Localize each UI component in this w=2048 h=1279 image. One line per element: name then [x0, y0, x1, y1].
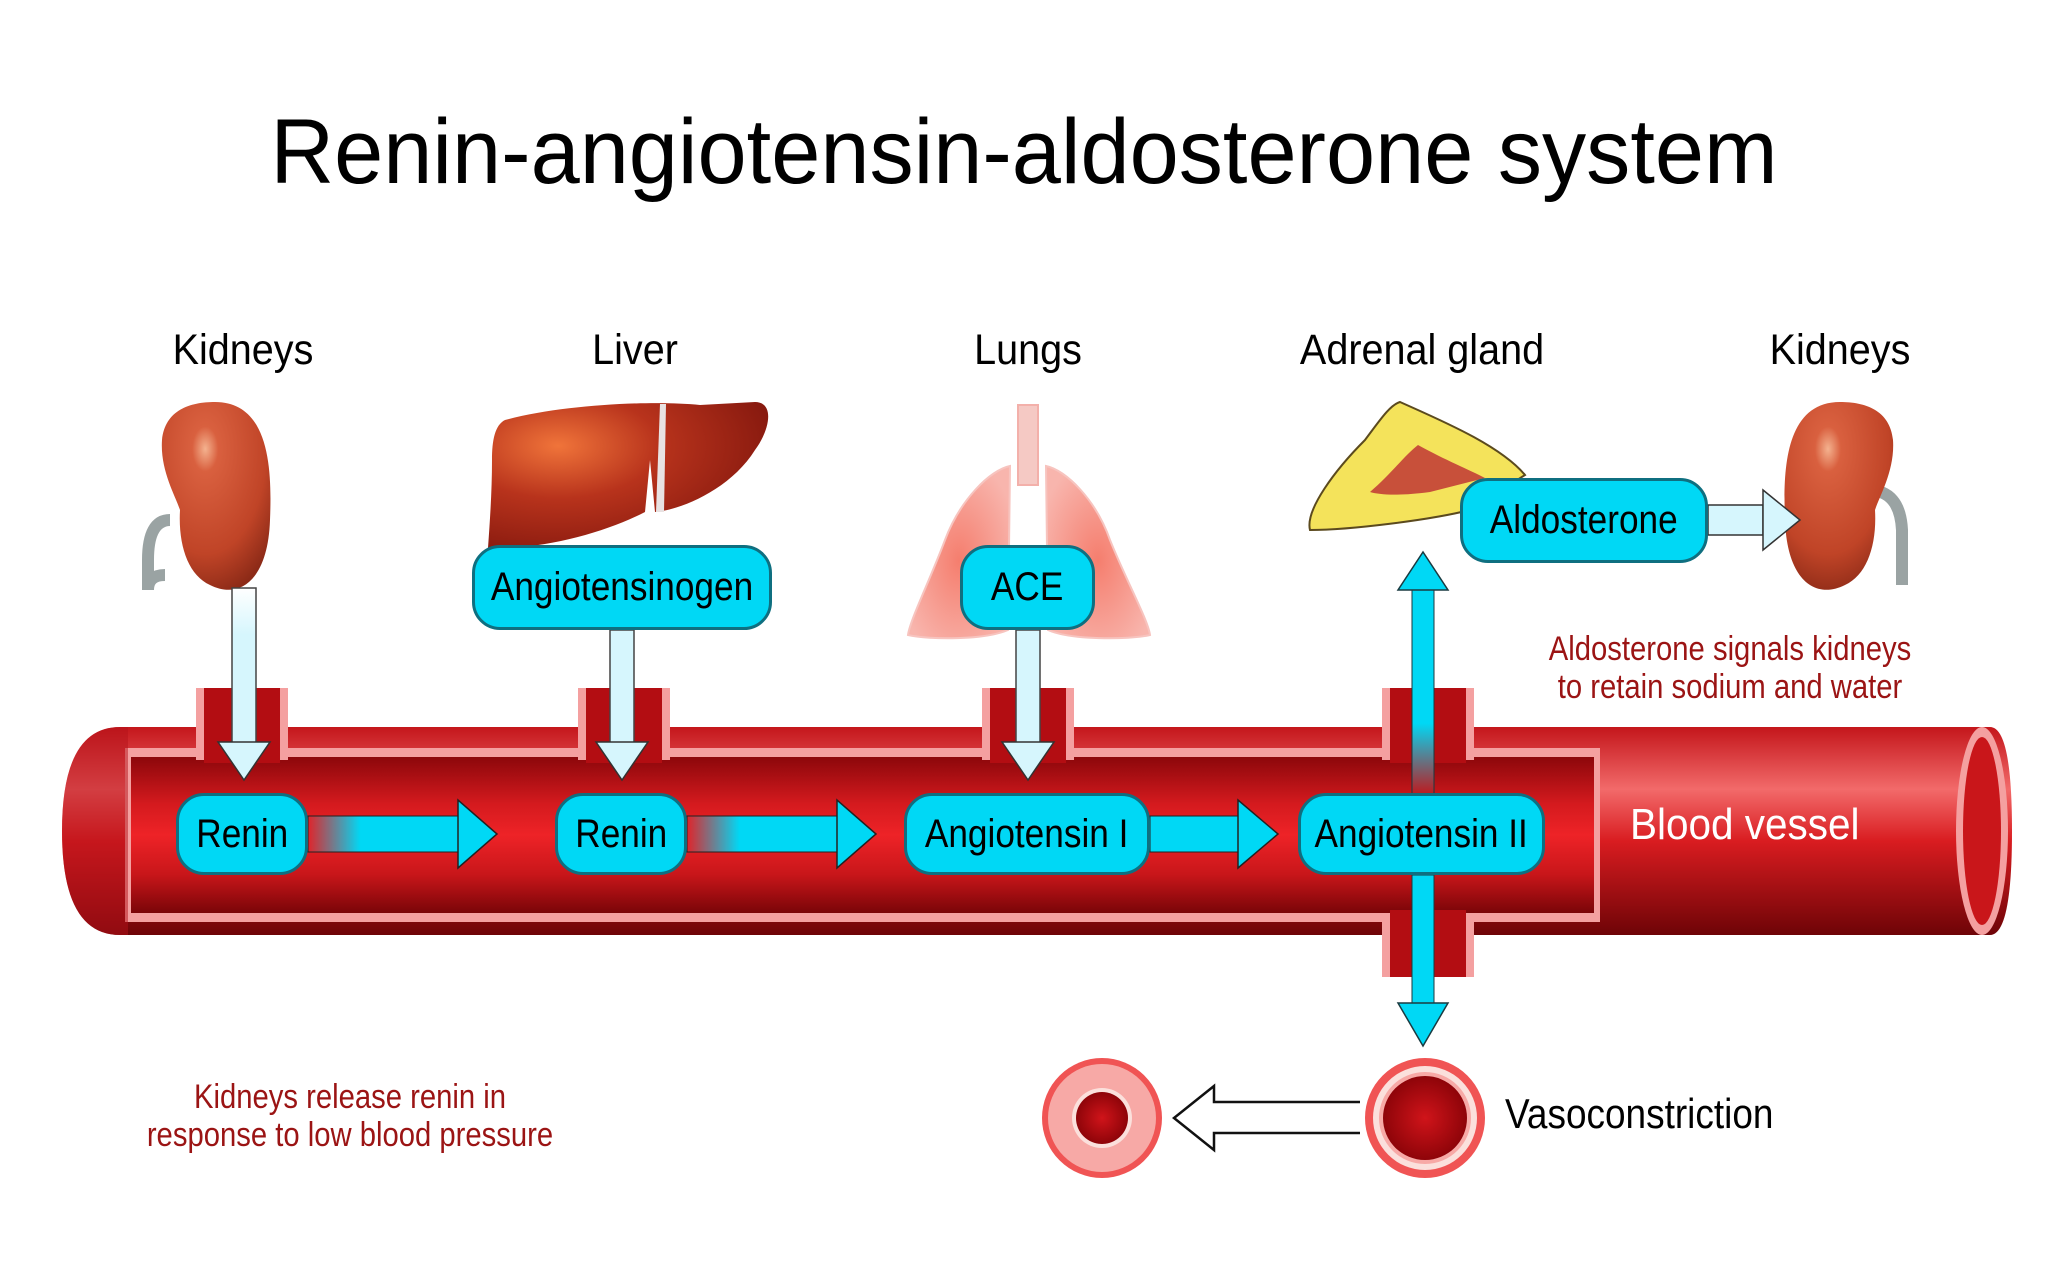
renin-note-line-1: Kidneys release renin in: [193, 1078, 507, 1116]
renin-label-1: Renin: [196, 811, 288, 856]
organ-label-adrenal-gland: Adrenal gland: [1299, 326, 1545, 374]
down-arrow-kidney: [216, 587, 272, 782]
renin-label-2: Renin: [575, 811, 667, 856]
normal-vessel-cross-section: [1042, 1058, 1162, 1178]
down-arrow-liver: [594, 629, 650, 782]
kidney-icon: [1784, 402, 1908, 590]
angiotensin-i-label: Angiotensin I: [925, 811, 1129, 856]
angiotensin-ii-label: Angiotensin II: [1314, 811, 1529, 856]
organ-label-kidneys-left: Kidneys: [172, 326, 314, 374]
vasoconstriction-label: Vasoconstriction: [1505, 1090, 1774, 1137]
diagram-title: Renin-angiotensin-aldosterone system: [270, 101, 1778, 203]
down-arrow-to-vasoconstriction: [1396, 874, 1450, 1048]
up-arrow-to-adrenal: [1396, 550, 1450, 796]
angiotensin-ii-box: Angiotensin II: [1298, 793, 1545, 875]
aldosterone-note-line-2: to retain sodium and water: [1557, 668, 1903, 706]
ace-box: ACE: [960, 545, 1095, 630]
liver-icon: [488, 402, 769, 548]
arrow-aldosterone-to-kidney: [1707, 488, 1802, 552]
arrow-angiotensin-i-to-ii: [1149, 798, 1280, 870]
aldosterone-note-line-1: Aldosterone signals kidneys: [1548, 630, 1912, 668]
renin-note-line-2: response to low blood pressure: [146, 1116, 554, 1154]
kidney-icon: [142, 402, 271, 591]
aldosterone-note: Aldosterone signals kidneys to retain so…: [1506, 630, 1953, 706]
constricted-vessel-cross-section: [1365, 1058, 1485, 1178]
ace-label: ACE: [991, 565, 1064, 609]
arrow-renin-to-renin: [307, 798, 499, 870]
renin-box-2: Renin: [555, 793, 687, 875]
down-arrow-lungs: [1000, 629, 1056, 782]
arrow-renin-to-angiotensin-i: [686, 798, 878, 870]
organ-label-lungs: Lungs: [974, 326, 1082, 374]
angiotensinogen-label: Angiotensinogen: [490, 565, 754, 609]
angiotensin-i-box: Angiotensin I: [904, 793, 1150, 875]
aldosterone-label: Aldosterone: [1490, 498, 1678, 542]
aldosterone-box: Aldosterone: [1460, 478, 1708, 563]
organ-label-liver: Liver: [592, 326, 678, 374]
blood-vessel-label: Blood vessel: [1629, 800, 1860, 849]
renin-note: Kidneys release renin in response to low…: [118, 1078, 582, 1154]
angiotensinogen-box: Angiotensinogen: [472, 545, 772, 630]
arrow-outline-left: [1171, 1083, 1360, 1153]
renin-box-1: Renin: [176, 793, 308, 875]
organ-label-kidneys-right: Kidneys: [1769, 326, 1911, 374]
